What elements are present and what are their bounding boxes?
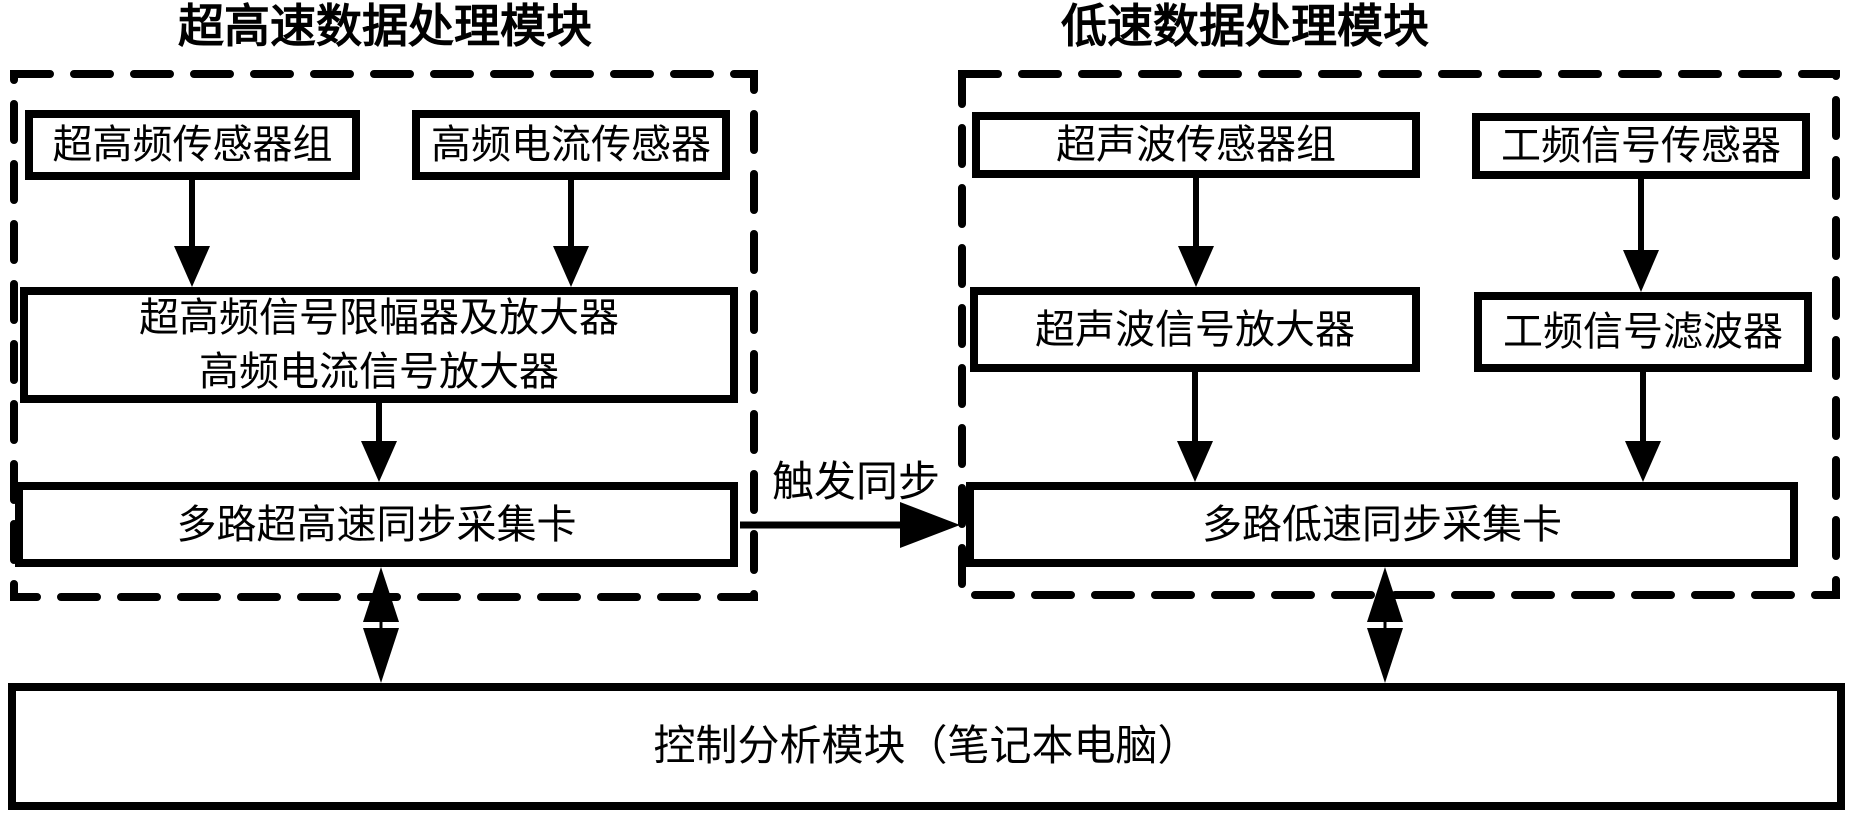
ultra-high-speed-sync-acquisition-card-box: 多路超高速同步采集卡: [15, 482, 738, 567]
right-module-title: 低速数据处理模块: [1061, 0, 1429, 53]
power-frequency-signal-sensor-box: 工频信号传感器: [1472, 113, 1810, 179]
left-module-title: 超高速数据处理模块: [178, 0, 592, 53]
arrow-ultrasonic-amplifier-to-ls-card: [1177, 372, 1213, 482]
power-frequency-signal-filter-box: 工频信号滤波器: [1474, 292, 1812, 372]
uhf-limiter-amplifier-line1: 超高频信号限幅器及放大器: [139, 295, 619, 341]
uhf-limiter-amplifier-box: 超高频信号限幅器及放大器 高频电流信号放大器: [20, 287, 738, 403]
arrow-uhs-card-control-bidirectional: [363, 567, 399, 683]
arrow-uhf-sensor-to-amplifier: [174, 180, 210, 287]
arrow-ultrasonic-sensor-to-amplifier: [1178, 177, 1214, 287]
uhf-sensor-group-box: 超高频传感器组: [25, 110, 360, 180]
arrow-pf-sensor-to-filter: [1623, 179, 1659, 292]
arrow-hf-current-sensor-to-amplifier: [553, 180, 589, 287]
low-speed-sync-acquisition-card-box: 多路低速同步采集卡: [966, 482, 1798, 567]
arrow-amplifier-to-uhs-card: [361, 403, 397, 482]
control-analysis-module-box: 控制分析模块（笔记本电脑）: [8, 683, 1845, 810]
hf-current-sensor-box: 高频电流传感器: [412, 110, 730, 180]
uhf-limiter-amplifier-line2: 高频电流信号放大器: [199, 349, 559, 395]
trigger-sync-label: 触发同步: [772, 457, 941, 506]
ultrasonic-sensor-group-box: 超声波传感器组: [972, 112, 1420, 178]
arrow-trigger-sync: [740, 502, 960, 548]
right-module-dashed-border: [958, 70, 1840, 599]
ultrasonic-signal-amplifier-box: 超声波信号放大器: [970, 287, 1420, 372]
arrow-ls-card-control-bidirectional: [1367, 567, 1403, 683]
arrow-pf-filter-to-ls-card: [1625, 372, 1661, 482]
